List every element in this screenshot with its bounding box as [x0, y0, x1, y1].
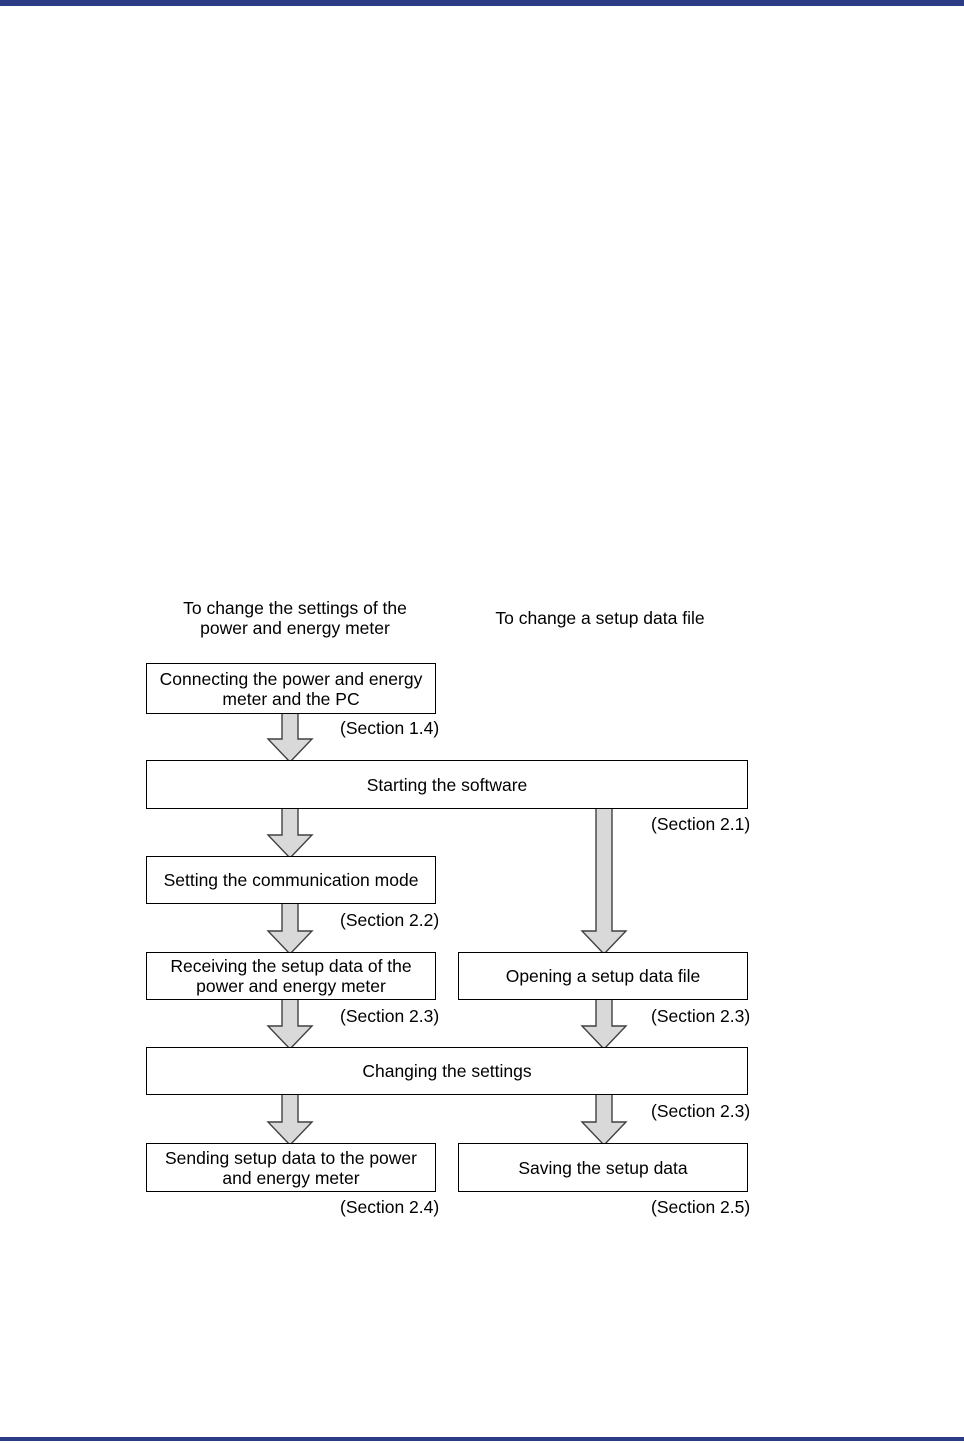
page-bottom-rule [0, 1437, 964, 1441]
section-label-2-2: (Section 2.2) [340, 910, 440, 930]
section-label-1-4: (Section 1.4) [340, 718, 440, 738]
arrow-change-to-save [578, 1091, 630, 1147]
section-label-2-4: (Section 2.4) [340, 1197, 440, 1217]
arrow-start-to-commmode [264, 805, 316, 860]
section-label-2-1: (Section 2.1) [651, 814, 751, 834]
process-box-connecting-meter-and-pc: Connecting the power and energy meter an… [146, 663, 436, 714]
process-box-opening-setup-data-file: Opening a setup data file [458, 952, 748, 1000]
arrow-change-to-send [264, 1091, 316, 1147]
process-box-changing-the-settings: Changing the settings [146, 1047, 748, 1095]
column-heading-change-setup-file: To change a setup data file [495, 608, 705, 628]
arrow-openfile-to-change [578, 996, 630, 1051]
process-box-starting-the-software: Starting the software [146, 760, 748, 809]
arrow-receive-to-change [264, 996, 316, 1051]
page-top-rule [0, 0, 964, 6]
column-heading-change-meter-settings: To change the settings of the power and … [183, 598, 407, 638]
process-box-receiving-setup-data: Receiving the setup data of the power an… [146, 952, 436, 1000]
section-label-2-3-receive: (Section 2.3) [340, 1006, 440, 1026]
section-label-2-3-change: (Section 2.3) [651, 1101, 751, 1121]
section-label-2-3-open: (Section 2.3) [651, 1006, 751, 1026]
arrow-commmode-to-receive [264, 900, 316, 956]
process-box-sending-setup-data: Sending setup data to the power and ener… [146, 1143, 436, 1192]
process-box-setting-communication-mode: Setting the communication mode [146, 856, 436, 904]
process-box-saving-setup-data: Saving the setup data [458, 1143, 748, 1192]
arrow-connect-to-start [264, 709, 316, 764]
section-label-2-5: (Section 2.5) [651, 1197, 751, 1217]
arrow-start-to-openfile [578, 805, 630, 956]
